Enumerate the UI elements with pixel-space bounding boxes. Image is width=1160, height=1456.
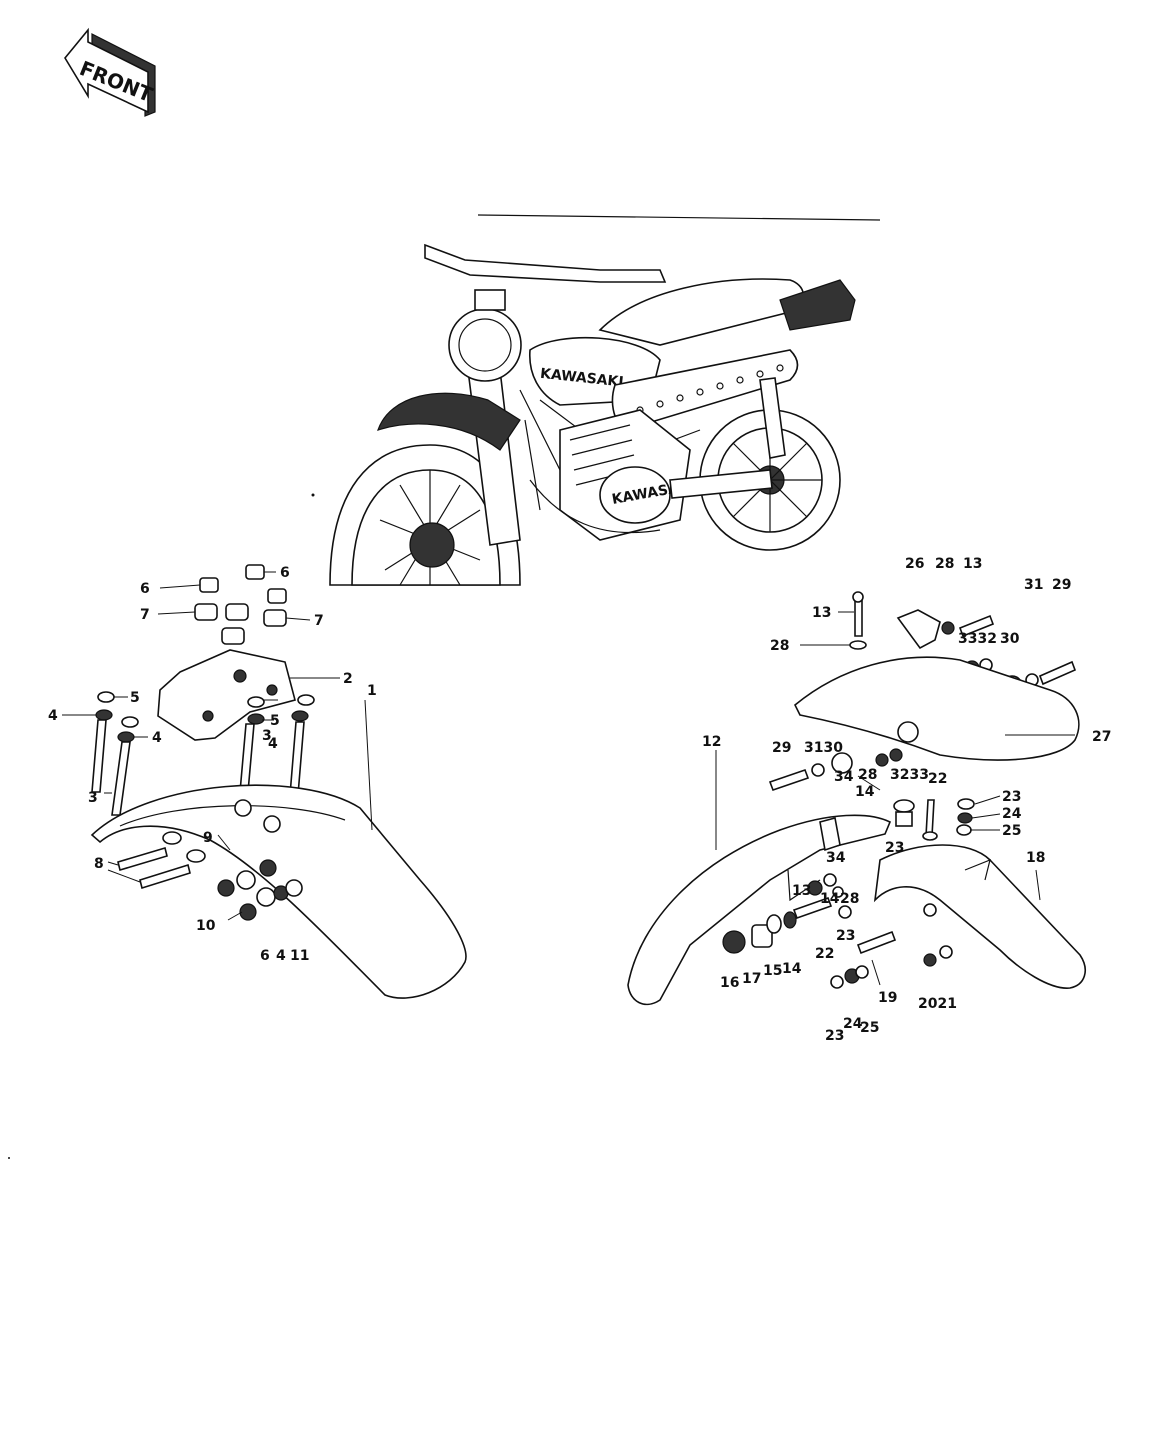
callout-5: 5 [270,713,280,729]
rear-flap-part [793,656,1080,761]
callout-15: 15 [763,963,782,979]
callout-27: 27 [1092,729,1111,745]
rear-fender-part [627,814,892,1006]
front-fender-part [90,784,467,999]
callout-23: 23 [885,840,904,856]
callout-13: 13 [963,556,982,572]
callout-16: 16 [720,975,739,991]
callout-28: 28 [935,556,954,572]
callout-17: 17 [742,971,761,987]
callout-8: 8 [94,856,104,872]
callout-labels: 1 2 3 3 4 4 4 4 5 5 6 6 6 7 7 8 9 10 11 … [48,556,1111,1044]
leader-lines [62,571,1075,986]
callout-28: 28 [840,891,859,907]
motorcycle-illustration: KAWASAKI KAWASAKI [329,214,881,586]
callout-3: 3 [88,790,98,806]
front-fender-assembly [90,564,467,999]
callout-34: 34 [826,850,846,866]
headlight [448,308,522,382]
bike-front-fender [377,392,521,451]
callout-26: 26 [905,556,924,572]
callout-6: 6 [140,581,150,597]
callout-24: 24 [1002,806,1022,822]
callout-14: 14 [782,961,802,977]
callout-14: 14 [855,784,875,800]
callout-19: 19 [878,990,897,1006]
callout-7: 7 [140,607,150,623]
callout-28: 28 [770,638,789,654]
callout-4: 4 [152,730,162,746]
callout-23: 23 [1002,789,1021,805]
callout-13: 13 [792,883,811,899]
callout-6: 6 [280,565,290,581]
callout-1: 1 [367,683,377,699]
callout-4: 4 [268,736,278,752]
callout-11: 11 [290,948,309,964]
callout-2: 2 [343,671,353,687]
front-arrow-badge: FRONT [64,27,156,117]
callout-14: 14 [820,891,840,907]
side-cover [611,349,799,431]
callout-3233: 3233 [890,767,929,783]
callout-5: 5 [130,690,140,706]
callout-29: 29 [772,740,791,756]
callout-3332: 3332 [958,631,997,647]
callout-28: 28 [858,767,877,783]
callout-25: 25 [1002,823,1021,839]
scan-dot [8,1157,10,1159]
callout-12: 12 [702,734,721,750]
bike-rear-fender [779,279,856,331]
callout-13: 13 [812,605,831,621]
seat [598,278,804,346]
rear-fender-assembly [627,591,1086,1006]
callout-31: 31 [1024,577,1043,593]
fender-bracket [157,649,296,741]
callout-29: 29 [1052,577,1071,593]
callout-30: 30 [1000,631,1020,647]
callout-22: 22 [928,771,947,787]
fender-alt-part [873,844,1086,989]
callout-2021: 2021 [918,996,957,1012]
callout-22: 22 [815,946,834,962]
callout-3130: 3130 [804,740,843,756]
callout-10: 10 [196,918,216,934]
callout-18: 18 [1026,850,1045,866]
callout-4: 4 [48,708,58,724]
callout-9: 9 [203,830,213,846]
callout-25: 25 [860,1020,879,1036]
callout-34: 34 [834,769,854,785]
callout-3: 3 [262,728,272,744]
callout-6: 6 [260,948,270,964]
front-hub [409,522,455,568]
callout-7: 7 [314,613,324,629]
callout-24: 24 [843,1016,863,1032]
rubber-damper-group [194,564,287,645]
callout-23: 23 [836,928,855,944]
callout-23: 23 [825,1028,844,1044]
scan-dot [311,493,315,497]
callout-4: 4 [276,948,286,964]
